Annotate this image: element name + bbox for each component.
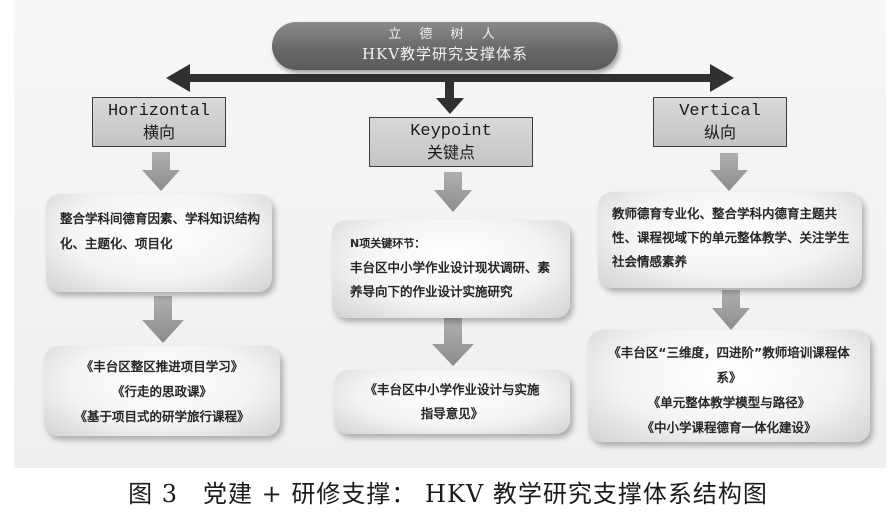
vertical-label-en: Vertical (679, 102, 761, 121)
keypoint-label-zh: 关键点 (426, 143, 475, 162)
horizontal-card-2-item: 《基于项目式的研学旅行课程》 (74, 409, 250, 424)
figure-caption: 图 3 党建 + 研修支撑： HKV 教学研究支撑体系结构图 (128, 480, 768, 508)
horizontal-card-2: 《丰台区整区推进项目学习》 《行走的思政课》 《基于项目式的研学旅行课程》 (44, 346, 280, 436)
keypoint-label-box: Keypoint 关键点 (369, 117, 533, 167)
title-pill: 立 德 树 人 HKV教学研究支撑体系 (272, 22, 618, 70)
horizontal-card-2-item: 《行走的思政课》 (111, 384, 212, 399)
horizontal-card-2-item: 《丰台区整区推进项目学习》 (80, 359, 244, 374)
vertical-label-zh: 纵向 (703, 123, 736, 142)
vertical-label-box: Vertical 纵向 (653, 97, 787, 147)
horizontal-label-box: Horizontal 横向 (92, 97, 226, 147)
vertical-card-2-item: 《单元整体教学模型与路径》 (647, 395, 811, 410)
keypoint-card-2: 《丰台区中小学作业设计与实施指导意见》 (334, 370, 570, 434)
vertical-card-1-text: 教师德育专业化、整合学科内德育主题共性、课程视域下的单元整体教学、关注学生社会情… (612, 206, 850, 269)
keypoint-card-1-heading: N项关键环节： (350, 237, 426, 250)
horizontal-card-1-text: 整合学科间德育因素、学科知识结构化、主题化、项目化 (60, 211, 261, 251)
horizontal-label-en: Horizontal (107, 102, 211, 121)
vertical-card-2: 《丰台区“三维度，四进阶”教师培训课程体系》 《单元整体教学模型与路径》 《中小… (588, 330, 870, 442)
horizontal-label-zh: 横向 (142, 123, 175, 142)
vertical-card-2-item: 《丰台区“三维度，四进阶”教师培训课程体系》 (608, 345, 850, 385)
keypoint-card-1: N项关键环节： 丰台区中小学作业设计现状调研、素养导向下的作业设计实施研究 (332, 220, 570, 318)
vertical-card-1: 教师德育专业化、整合学科内德育主题共性、课程视域下的单元整体教学、关注学生社会情… (598, 192, 862, 288)
keypoint-card-2-item: 《丰台区中小学作业设计与实施指导意见》 (364, 382, 540, 421)
horizontal-card-1: 整合学科间德育因素、学科知识结构化、主题化、项目化 (46, 194, 272, 292)
keypoint-card-1-text: 丰台区中小学作业设计现状调研、素养导向下的作业设计实施研究 (350, 260, 551, 299)
keypoint-label-en: Keypoint (410, 122, 492, 141)
vertical-card-2-item: 《中小学课程德育一体化建设》 (641, 420, 817, 435)
title-line1: 立 德 树 人 (388, 27, 502, 42)
title-line2: HKV教学研究支撑体系 (361, 45, 529, 63)
